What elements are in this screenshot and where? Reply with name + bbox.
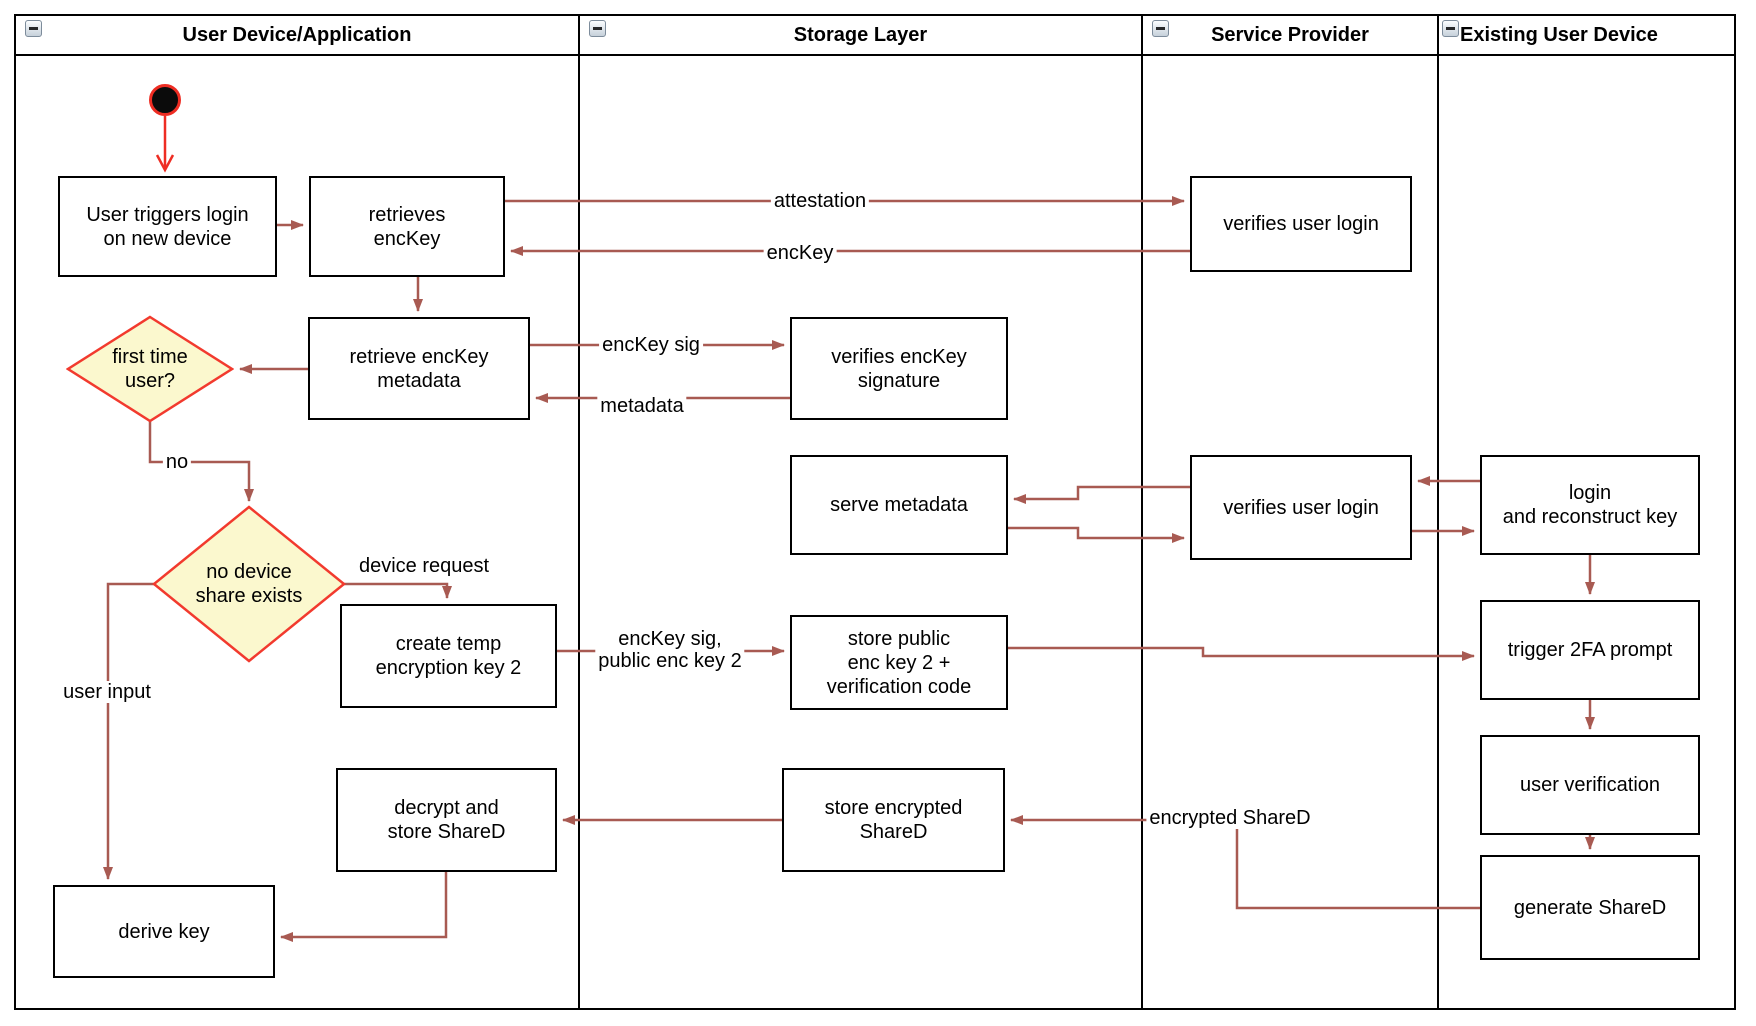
lane-divider-3 bbox=[1437, 14, 1439, 1010]
activity-user-triggers-login[interactable]: User triggers login on new device bbox=[58, 176, 277, 277]
collapse-minus-icon[interactable] bbox=[589, 20, 606, 37]
lane-title: User Device/Application bbox=[182, 23, 412, 46]
lane-divider-2 bbox=[1141, 14, 1143, 1010]
collapse-minus-icon[interactable] bbox=[25, 20, 42, 37]
lane-header-user-device[interactable]: User Device/Application bbox=[16, 14, 578, 56]
edge-label-enckey: encKey bbox=[763, 242, 837, 264]
activity-retrieves-enckey[interactable]: retrieves encKey bbox=[309, 176, 505, 277]
edge-label-metadata: metadata bbox=[597, 395, 687, 417]
lane-title: Existing User Device bbox=[1460, 23, 1658, 46]
activity-store-public-enc-key[interactable]: store public enc key 2 + verification co… bbox=[790, 615, 1008, 710]
edge-label-encrypted-shared: encrypted ShareD bbox=[1146, 807, 1314, 829]
collapse-minus-icon[interactable] bbox=[1152, 20, 1169, 37]
decision-label: no device share exists bbox=[195, 561, 303, 607]
activity-retrieve-enckey-metadata[interactable]: retrieve encKey metadata bbox=[308, 317, 530, 420]
activity-create-temp-encryption-key[interactable]: create temp encryption key 2 bbox=[340, 604, 557, 708]
activity-verifies-user-login-1[interactable]: verifies user login bbox=[1190, 176, 1412, 272]
activity-store-encrypted-shared[interactable]: store encrypted ShareD bbox=[782, 768, 1005, 872]
edge-label-attestation: attestation bbox=[770, 190, 870, 212]
activity-user-verification[interactable]: user verification bbox=[1480, 735, 1700, 835]
activity-derive-key[interactable]: derive key bbox=[53, 885, 275, 978]
activity-verifies-user-login-2[interactable]: verifies user login bbox=[1190, 455, 1412, 560]
lane-header-existing-user-device[interactable]: Existing User Device bbox=[1439, 14, 1736, 56]
activity-decrypt-store-shared[interactable]: decrypt and store ShareD bbox=[336, 768, 557, 872]
edge-label-enckey-sig-public: encKey sig, public enc key 2 bbox=[595, 628, 745, 672]
decision-first-time-user[interactable]: first time user? bbox=[65, 315, 235, 423]
lane-divider-1 bbox=[578, 14, 580, 1010]
decision-no-device-share-exists[interactable]: no device share exists bbox=[152, 505, 346, 663]
lane-header-row bbox=[14, 14, 1736, 56]
activity-trigger-2fa-prompt[interactable]: trigger 2FA prompt bbox=[1480, 600, 1700, 700]
edge-label-user-input: user input bbox=[60, 681, 154, 703]
activity-serve-metadata[interactable]: serve metadata bbox=[790, 455, 1008, 555]
activity-generate-shared[interactable]: generate ShareD bbox=[1480, 855, 1700, 960]
lane-title: Service Provider bbox=[1211, 23, 1369, 46]
edge-label-device-request: device request bbox=[355, 555, 493, 577]
lane-header-storage-layer[interactable]: Storage Layer bbox=[580, 14, 1141, 56]
lane-title: Storage Layer bbox=[793, 23, 928, 46]
decision-label: first time user? bbox=[112, 346, 188, 392]
activity-verifies-enckey-signature[interactable]: verifies encKey signature bbox=[790, 317, 1008, 420]
collapse-minus-icon[interactable] bbox=[1442, 20, 1459, 37]
edge-label-enckey-sig: encKey sig bbox=[599, 334, 703, 356]
start-node[interactable] bbox=[149, 84, 181, 116]
edge-label-no: no bbox=[162, 451, 192, 473]
lane-header-service-provider[interactable]: Service Provider bbox=[1143, 14, 1437, 56]
activity-login-and-reconstruct-key[interactable]: login and reconstruct key bbox=[1480, 455, 1700, 555]
